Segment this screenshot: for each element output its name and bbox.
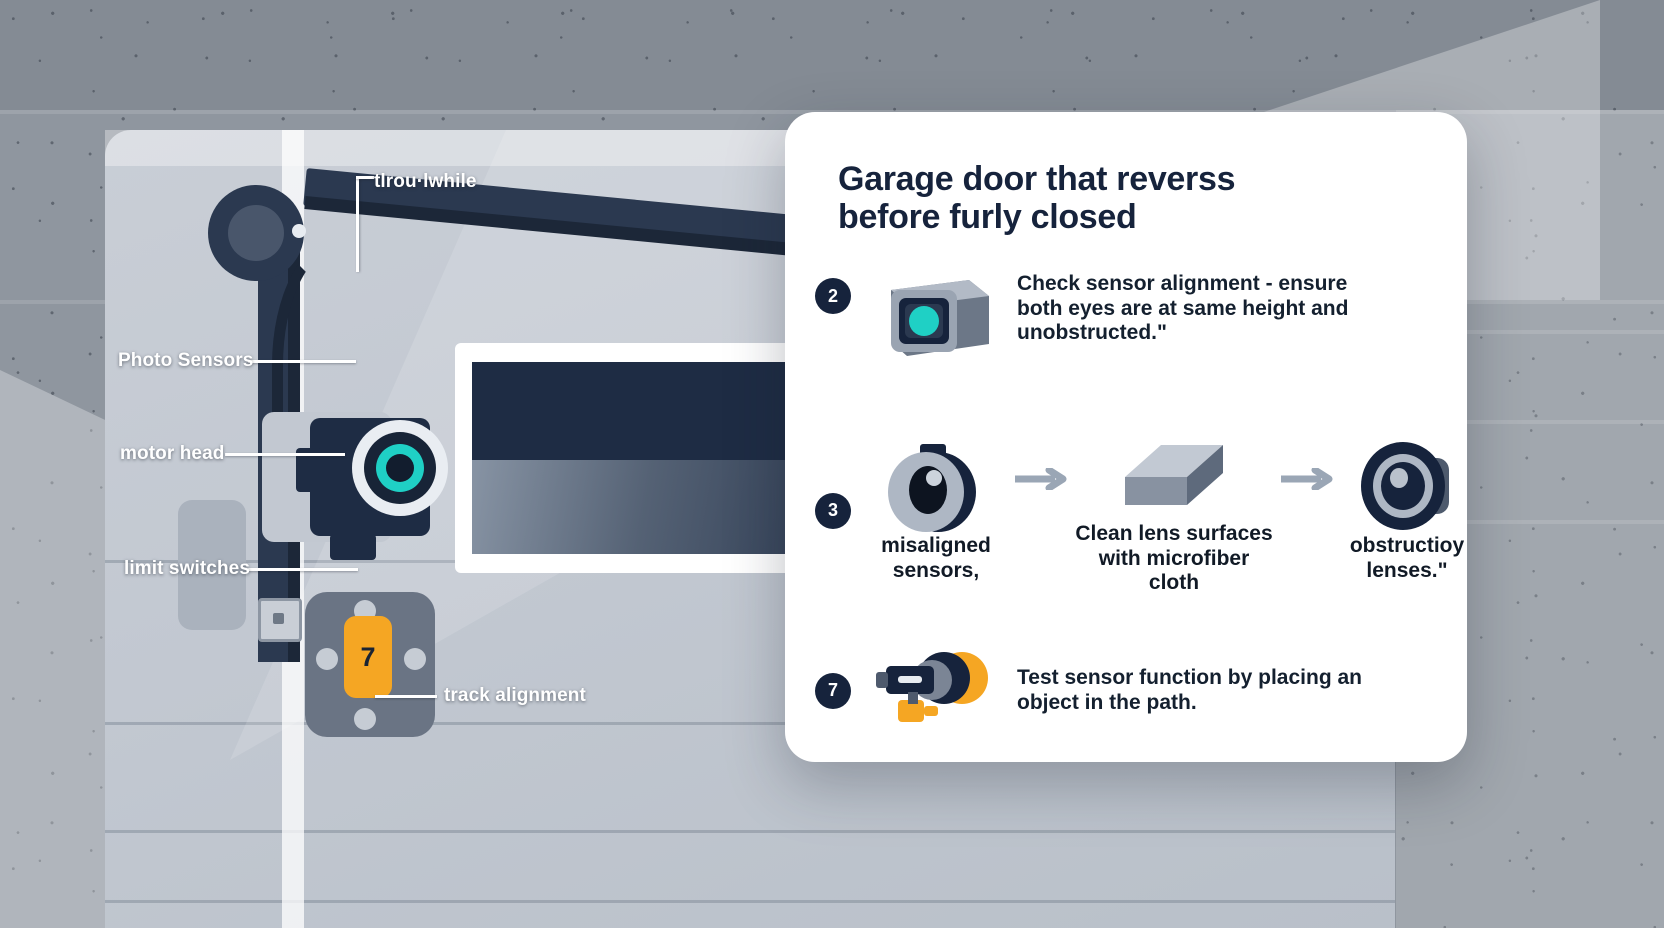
step-badge-number: 7 bbox=[360, 641, 376, 672]
card-title-line2: before furly closed bbox=[838, 198, 1137, 237]
steps-list: 2 Check sensor alignment - ensure both e… bbox=[815, 272, 1464, 734]
flow-label-3-line2: lenses." bbox=[1366, 558, 1448, 582]
limit-switch-screw-icon bbox=[273, 613, 284, 624]
callout-leader-limit-switches bbox=[248, 568, 358, 571]
step-text-2-line3: unobstructed." bbox=[1017, 321, 1167, 345]
pulley-hub-icon bbox=[228, 205, 284, 261]
step-number-badge: 2 bbox=[815, 278, 851, 314]
bracket-hole bbox=[316, 648, 338, 670]
callout-label-photo-sensors: Photo Sensors bbox=[118, 350, 254, 371]
door-panel-line bbox=[105, 722, 1395, 725]
callout-leader-track-alignment bbox=[375, 695, 437, 698]
step-number-badge: 3 bbox=[815, 492, 851, 529]
flow-label-2: Clean lens surfaces with microfiber clot… bbox=[1071, 522, 1277, 596]
flow-label-2-line2: with microfiber cloth bbox=[1098, 546, 1250, 595]
callout-label-motor-head: motor head bbox=[120, 443, 225, 464]
motor-lens-pupil bbox=[386, 454, 414, 482]
step-item-2: 2 Check sensor alignment - ensure both e… bbox=[815, 272, 1443, 364]
card-title-line1: Garage door that reverss bbox=[838, 160, 1236, 198]
step-item-3: 3 misaligned sensors, bbox=[815, 426, 1464, 596]
callout-label-limit-switches: limit switches bbox=[124, 558, 250, 579]
photo-eye-sensor-icon bbox=[863, 272, 1003, 364]
callout-leader-top-right-h bbox=[356, 176, 374, 179]
flow-label-3-line1: obstructioy bbox=[1349, 534, 1465, 558]
instruction-card: Garage door that reverss before furly cl… bbox=[785, 112, 1467, 762]
obstructed-lens-icon bbox=[1337, 438, 1477, 534]
limit-switch-plate bbox=[178, 500, 246, 630]
step-text-7-line1: Test sensor function by placing an bbox=[1017, 666, 1362, 690]
step-text-2-line2: both eyes are at same height and bbox=[1017, 296, 1349, 320]
arrow-right-icon bbox=[1013, 426, 1069, 495]
flow-label-1-line2: sensors, bbox=[892, 558, 980, 582]
flow-label-3: obstructioy lenses." bbox=[1337, 534, 1477, 583]
callout-label-top-right: tlrou·lwhile bbox=[374, 171, 477, 192]
callout-leader-motor-head bbox=[225, 453, 345, 456]
step-text-7: Test sensor function by placing an objec… bbox=[1017, 666, 1362, 715]
door-panel-line bbox=[105, 830, 1395, 833]
arrow-right-icon bbox=[1279, 426, 1335, 495]
flow-label-1-line1: misaligned bbox=[881, 534, 991, 558]
flow-label-2-line1: Clean lens surfaces bbox=[1075, 522, 1273, 545]
step-text-7-line2: object in the path. bbox=[1017, 690, 1197, 714]
callout-label-track-alignment: track alignment bbox=[444, 685, 586, 706]
bracket-hole bbox=[404, 648, 426, 670]
sensor-test-tool-icon bbox=[863, 648, 1003, 734]
step-text-2: Check sensor alignment - ensure both eye… bbox=[1017, 272, 1348, 346]
flow-cell-obstructed-lens: obstructioy lenses." bbox=[1337, 438, 1477, 583]
card-title: Garage door that reverss before furly cl… bbox=[838, 160, 1398, 236]
callout-leader-photo-sensors bbox=[248, 360, 356, 363]
step-badge-7: 7 bbox=[344, 616, 392, 698]
flow-cell-misaligned-sensors: misaligned sensors, bbox=[861, 438, 1011, 583]
limit-switch-box bbox=[258, 598, 302, 642]
torsion-cable bbox=[272, 238, 384, 450]
step-number-badge: 7 bbox=[815, 672, 851, 709]
flow-cell-clean-lens: Clean lens surfaces with microfiber clot… bbox=[1071, 426, 1277, 596]
pulley-bolt-icon bbox=[292, 224, 306, 238]
door-panel-line bbox=[105, 900, 1395, 903]
step-text-2-line1: Check sensor alignment - ensure bbox=[1017, 272, 1348, 295]
misaligned-sensor-icon bbox=[861, 438, 1011, 534]
callout-leader-top-right bbox=[356, 176, 359, 272]
step-item-7: 7 Test sensor function bbox=[815, 648, 1443, 734]
flow-label-1: misaligned sensors, bbox=[861, 534, 1011, 583]
bracket-hole bbox=[354, 708, 376, 730]
microfiber-cloth-icon bbox=[1071, 426, 1277, 522]
motor-mount-foot bbox=[330, 534, 376, 560]
